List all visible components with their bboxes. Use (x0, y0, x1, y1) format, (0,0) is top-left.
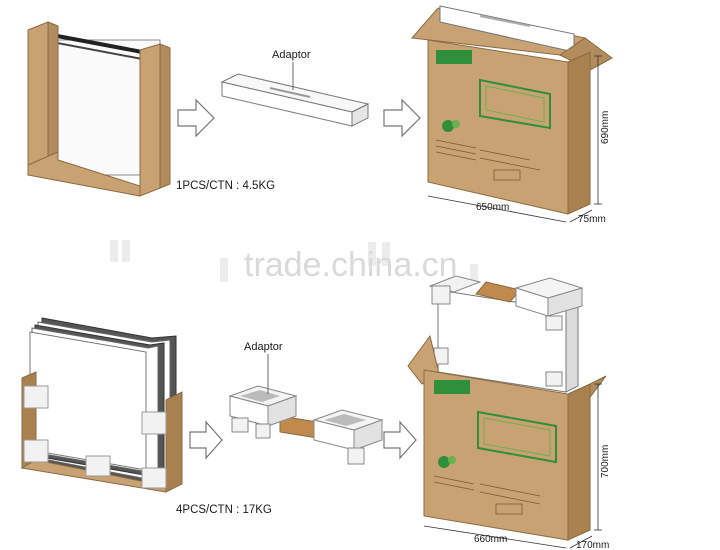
adaptor-label-bottom: Adaptor (244, 341, 283, 353)
adaptor-rail (220, 73, 370, 127)
arrow-right-icon (383, 420, 417, 460)
watermark-text: trade.china.cn (244, 246, 458, 284)
weight-label-top: 1PCS/CTN : 4.5KG (176, 180, 275, 192)
carton-single (411, 5, 613, 215)
single-panel-frame (27, 21, 171, 197)
arrow-right-icon (189, 420, 223, 460)
arrow-right-icon (177, 98, 215, 138)
dim-depth-bottom: 170mm (576, 540, 609, 550)
dim-width-top: 650mm (476, 202, 509, 213)
weight-label-bottom: 4PCS/CTN : 17KG (176, 504, 272, 516)
dim-width-bottom: 660mm (474, 534, 507, 545)
adaptor-label-top: Adaptor (272, 49, 311, 61)
foam-adaptor-set (228, 385, 384, 465)
carton-multi (407, 275, 607, 541)
dim-depth-top: 75mm (578, 214, 606, 225)
watermark: trade.china.cn (110, 240, 478, 284)
dim-height-bottom: 700mm (600, 445, 611, 478)
four-panel-stack (20, 317, 183, 493)
dim-height-top: 690mm (600, 111, 611, 144)
arrow-right-icon (383, 98, 421, 138)
